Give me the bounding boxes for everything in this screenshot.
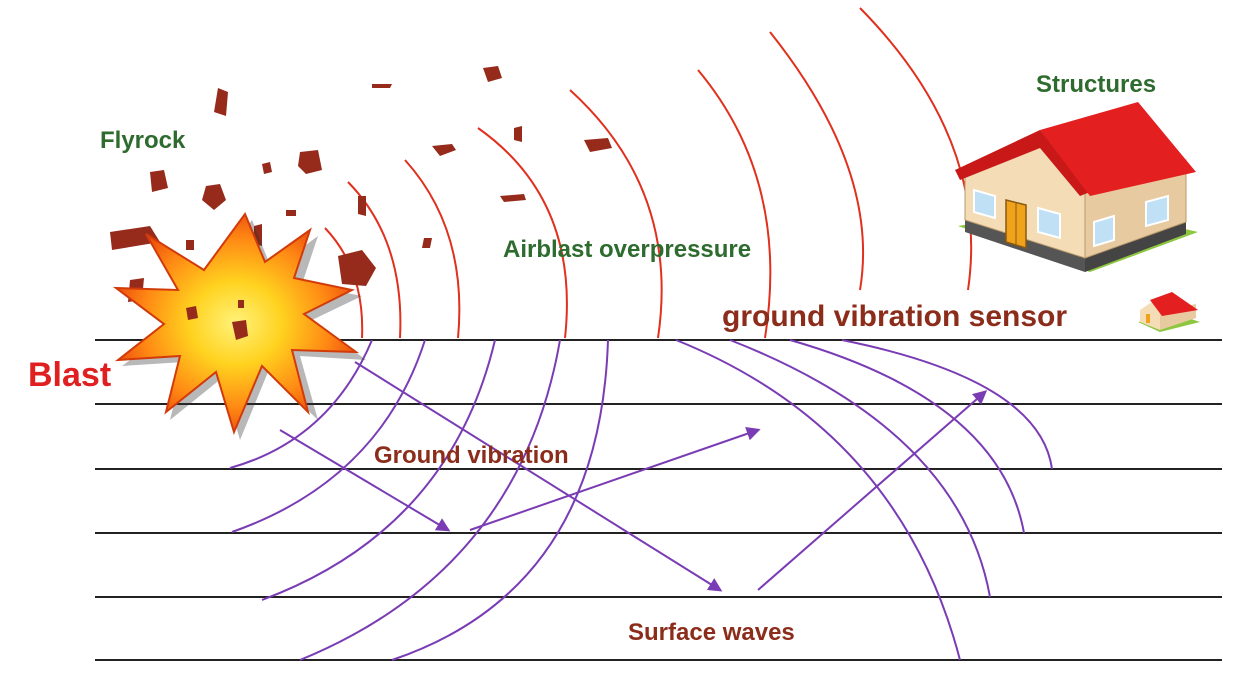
ground-arc [231, 339, 426, 533]
explosion-icon [112, 211, 366, 440]
airblast-arc [404, 159, 461, 339]
rock-fragment [286, 210, 296, 216]
rock-fragment [186, 240, 194, 250]
airblast-arc [859, 7, 973, 291]
ground-arc [729, 339, 991, 598]
rock-fragment [110, 226, 160, 250]
ray-arrow-down-1 [279, 429, 451, 532]
ray-arrow-up-1 [469, 427, 761, 531]
ground-arc [261, 339, 496, 601]
house-window [1145, 194, 1169, 228]
small-house-icon [1138, 292, 1200, 332]
house-window [1037, 206, 1061, 240]
ray-arrow-up-2 [757, 390, 988, 591]
rock-fragment [432, 144, 456, 156]
house-icon [955, 102, 1198, 272]
airblast-arc [697, 69, 772, 339]
airblast-arc [569, 89, 663, 339]
ray-arrow-down-2 [354, 361, 723, 592]
airblast-wavefronts [324, 7, 973, 339]
wave-ray-arrows [279, 361, 988, 592]
rock-fragment [150, 170, 168, 192]
ground-arc [841, 339, 1053, 470]
ground-arc [789, 339, 1025, 534]
airblast-arc [477, 127, 568, 339]
house-roof [1040, 102, 1196, 196]
rock-fragment [338, 250, 376, 286]
ground-arc [229, 339, 373, 469]
airblast-label: Airblast overpressure [503, 236, 751, 263]
rock-fragment [298, 150, 322, 174]
airblast-arc [769, 31, 865, 291]
rock-fragment [500, 194, 526, 202]
sensor-label: ground vibration sensor [722, 300, 1067, 333]
house-window [1093, 214, 1115, 248]
rock-fragment [262, 162, 272, 174]
surface-waves-label: Surface waves [628, 619, 795, 646]
ground-arc [391, 339, 609, 661]
rock-fragment [232, 320, 248, 340]
rock-fragment [422, 238, 432, 248]
house-window [973, 188, 996, 220]
structures-label: Structures [1036, 71, 1156, 98]
ground-wavefronts [229, 339, 1053, 661]
small-house-door [1146, 314, 1150, 323]
rock-fragment [238, 300, 244, 308]
rock-fragment [372, 84, 392, 88]
rock-fragment [186, 306, 198, 320]
ground-arc [299, 339, 561, 661]
rock-fragment [483, 66, 502, 82]
rock-fragment [202, 184, 226, 210]
ground-strata-lines [95, 339, 1222, 661]
rock-fragment [514, 126, 522, 142]
ground-vibration-label: Ground vibration [374, 442, 569, 469]
house-roof-front [955, 130, 1090, 196]
small-house-roof [1150, 292, 1198, 316]
rock-fragment [214, 88, 228, 116]
ground-arc [675, 339, 961, 661]
house-foundation-side [1085, 222, 1186, 272]
rock-fragment [358, 196, 366, 216]
rock-fragment [584, 138, 612, 152]
blast-label: Blast [28, 356, 111, 394]
flyrock-label: Flyrock [100, 127, 186, 154]
